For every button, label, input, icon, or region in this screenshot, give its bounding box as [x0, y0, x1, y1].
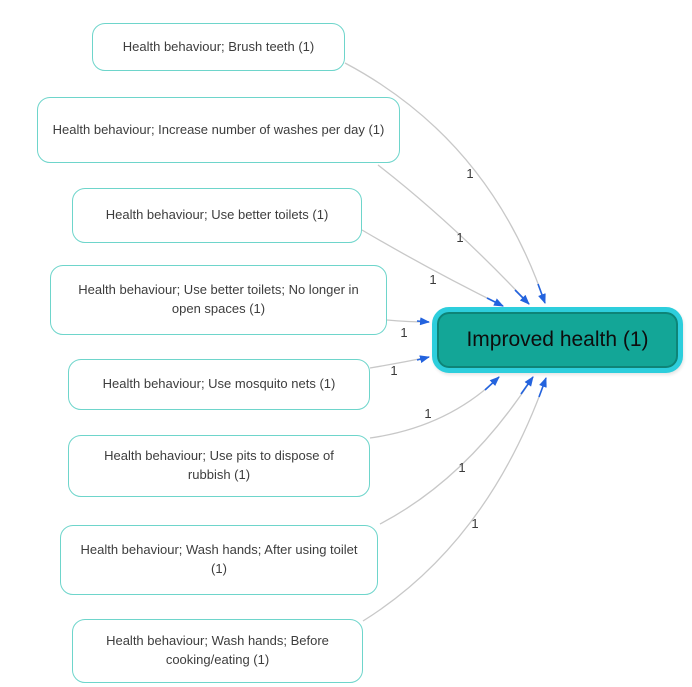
edge-arrow-icon [486, 297, 504, 307]
node-label: Health behaviour; Use mosquito nets (1) [102, 376, 336, 392]
node-label: Health behaviour; Use better toilets (1) [105, 207, 329, 223]
edge-line[interactable] [361, 229, 504, 307]
node-mosquito-nets[interactable]: Health behaviour; Use mosquito nets (1) [68, 359, 370, 410]
node-label: Health behaviour; Brush teeth (1) [122, 38, 315, 54]
edge-line[interactable] [379, 376, 534, 525]
edge-weight-label: 1 [458, 460, 465, 475]
edge-weight-label: 1 [466, 166, 473, 181]
node-label: Health behaviour; Use pits to dispose of… [104, 448, 334, 482]
edge-arrow-icon [484, 376, 500, 391]
edge-weight-label: 1 [400, 325, 407, 340]
node-label: Improved health (1) [466, 328, 649, 351]
edge-arrow-icon [514, 289, 530, 305]
node-improved-health[interactable]: Improved health (1) [432, 307, 683, 373]
edge-arrow-icon [416, 317, 430, 326]
node-label: Health behaviour; Wash hands; Before coo… [106, 633, 329, 667]
node-label: Health behaviour; Use better toilets; No… [78, 282, 359, 316]
edge-weight-label: 1 [456, 230, 463, 245]
edge-arrow-icon [416, 355, 430, 364]
edge-weight-label: 1 [390, 363, 397, 378]
edge-line[interactable] [377, 164, 530, 305]
node-increase-washes[interactable]: Health behaviour; Increase number of was… [37, 97, 400, 163]
node-use-better-toilets[interactable]: Health behaviour; Use better toilets (1) [72, 188, 362, 243]
edge-line[interactable] [362, 377, 547, 622]
node-pits-rubbish[interactable]: Health behaviour; Use pits to dispose of… [68, 435, 370, 497]
node-brush-teeth[interactable]: Health behaviour; Brush teeth (1) [92, 23, 345, 71]
node-no-longer-open-spaces[interactable]: Health behaviour; Use better toilets; No… [50, 265, 387, 335]
node-wash-hands-after-toilet[interactable]: Health behaviour; Wash hands; After usin… [60, 525, 378, 595]
edge-arrow-icon [520, 376, 534, 395]
edge-weight-label: 1 [429, 272, 436, 287]
edge-arrow-icon [537, 283, 546, 304]
edge-arrow-icon [538, 377, 547, 398]
edge-line[interactable] [344, 62, 546, 304]
node-label: Health behaviour; Increase number of was… [52, 121, 385, 137]
edge-weight-label: 1 [471, 516, 478, 531]
edge-weight-label: 1 [424, 406, 431, 421]
node-label: Health behaviour; Wash hands; After usin… [80, 542, 358, 576]
node-wash-hands-before-cooking[interactable]: Health behaviour; Wash hands; Before coo… [72, 619, 363, 683]
edge-line[interactable] [369, 376, 500, 439]
